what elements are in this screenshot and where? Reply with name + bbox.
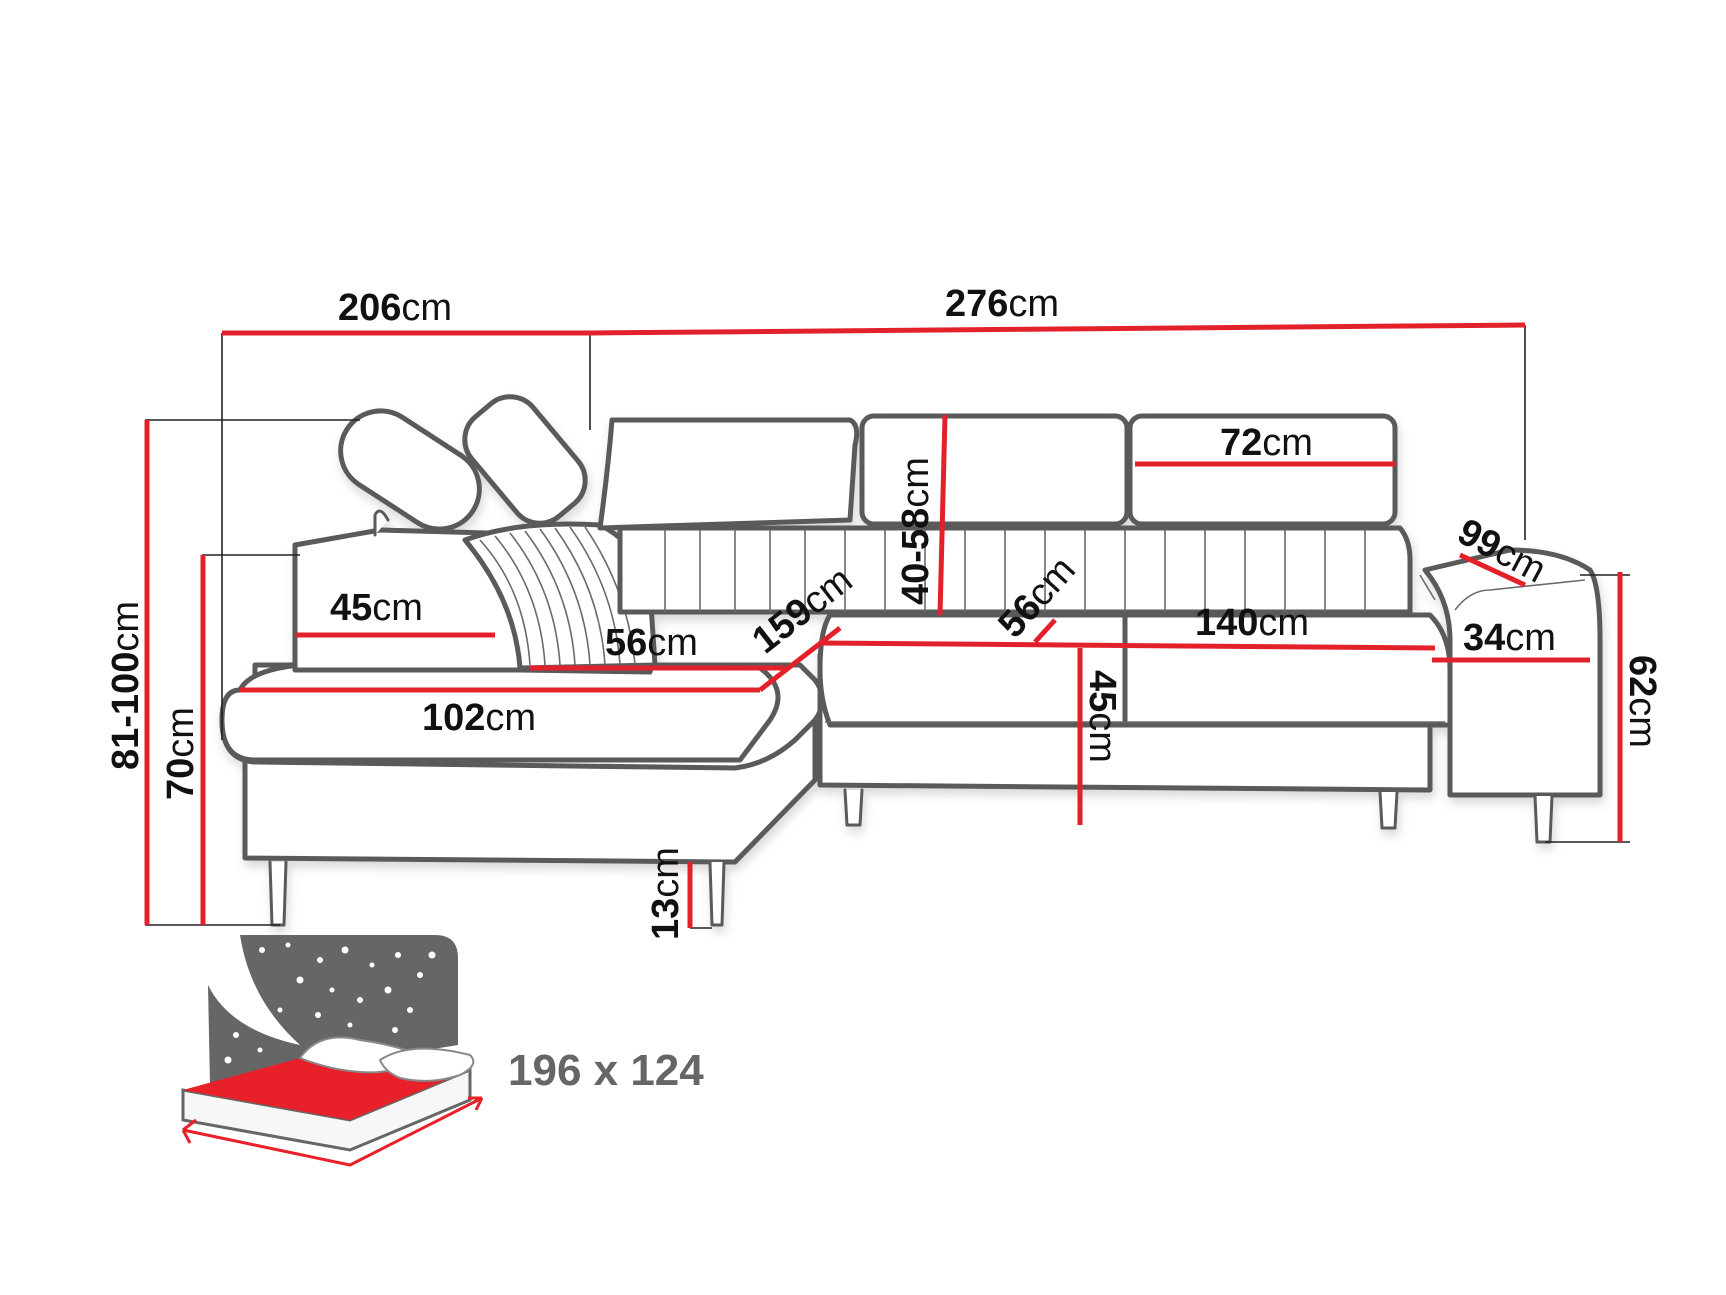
leg: [1533, 794, 1554, 844]
headrest-pillow-2: [462, 394, 588, 526]
rib-lines: [479, 526, 636, 666]
label-13: 13cm: [645, 847, 687, 940]
label-70: 70cm: [160, 707, 202, 800]
label-45-seat: 45cm: [1081, 670, 1123, 763]
headrest-bracket: [373, 509, 390, 537]
label-276: 276cm: [945, 283, 1059, 325]
dim-276: [589, 322, 1526, 336]
label-62: 62cm: [1621, 655, 1663, 748]
back-rib-lines: [664, 530, 1366, 612]
stars: [224, 942, 436, 1064]
label-45-chaise: 45cm: [330, 587, 423, 629]
size-arrow: [181, 1096, 484, 1167]
armrest-inner: [1454, 579, 1586, 611]
leg: [708, 860, 726, 927]
dimension-labels: 206cm 276cm 72cm 40-58cm 99cm 34cm 62cm …: [105, 283, 1663, 940]
sofa-drawing: [219, 394, 1603, 927]
sleeping-function-icon: 196 x 124: [181, 935, 704, 1167]
label-81-100: 81-100cm: [105, 601, 147, 770]
headrest-pillow-1: [338, 408, 482, 532]
extension-lines: [145, 325, 1630, 929]
pillow: [378, 1047, 475, 1082]
dimension-lines: [144, 322, 1623, 928]
armrest-diag: [1419, 574, 1436, 601]
main-back: [617, 525, 1413, 615]
headrest-middle: [859, 413, 1130, 527]
label-40-58: 40-58cm: [895, 457, 937, 605]
headrest-left: [597, 417, 860, 531]
leg: [268, 860, 288, 927]
label-206: 206cm: [338, 287, 452, 329]
label-34: 34cm: [1463, 617, 1556, 659]
headrest-right: [1127, 413, 1398, 527]
dim-40-58: [937, 414, 948, 616]
armrest-right: [1422, 547, 1603, 798]
dim-140: [819, 640, 1436, 651]
dim-99: [1458, 552, 1527, 588]
label-140: 140cm: [1195, 602, 1309, 644]
leg: [1378, 790, 1399, 830]
leg: [843, 788, 864, 827]
label-72: 72cm: [1220, 422, 1313, 464]
label-56-chaise: 56cm: [605, 622, 698, 664]
dim-159: [758, 626, 842, 692]
sleeping-area-size: 196 x 124: [508, 1046, 704, 1095]
dim-56-seat: [1033, 618, 1057, 644]
label-102: 102cm: [422, 697, 536, 739]
